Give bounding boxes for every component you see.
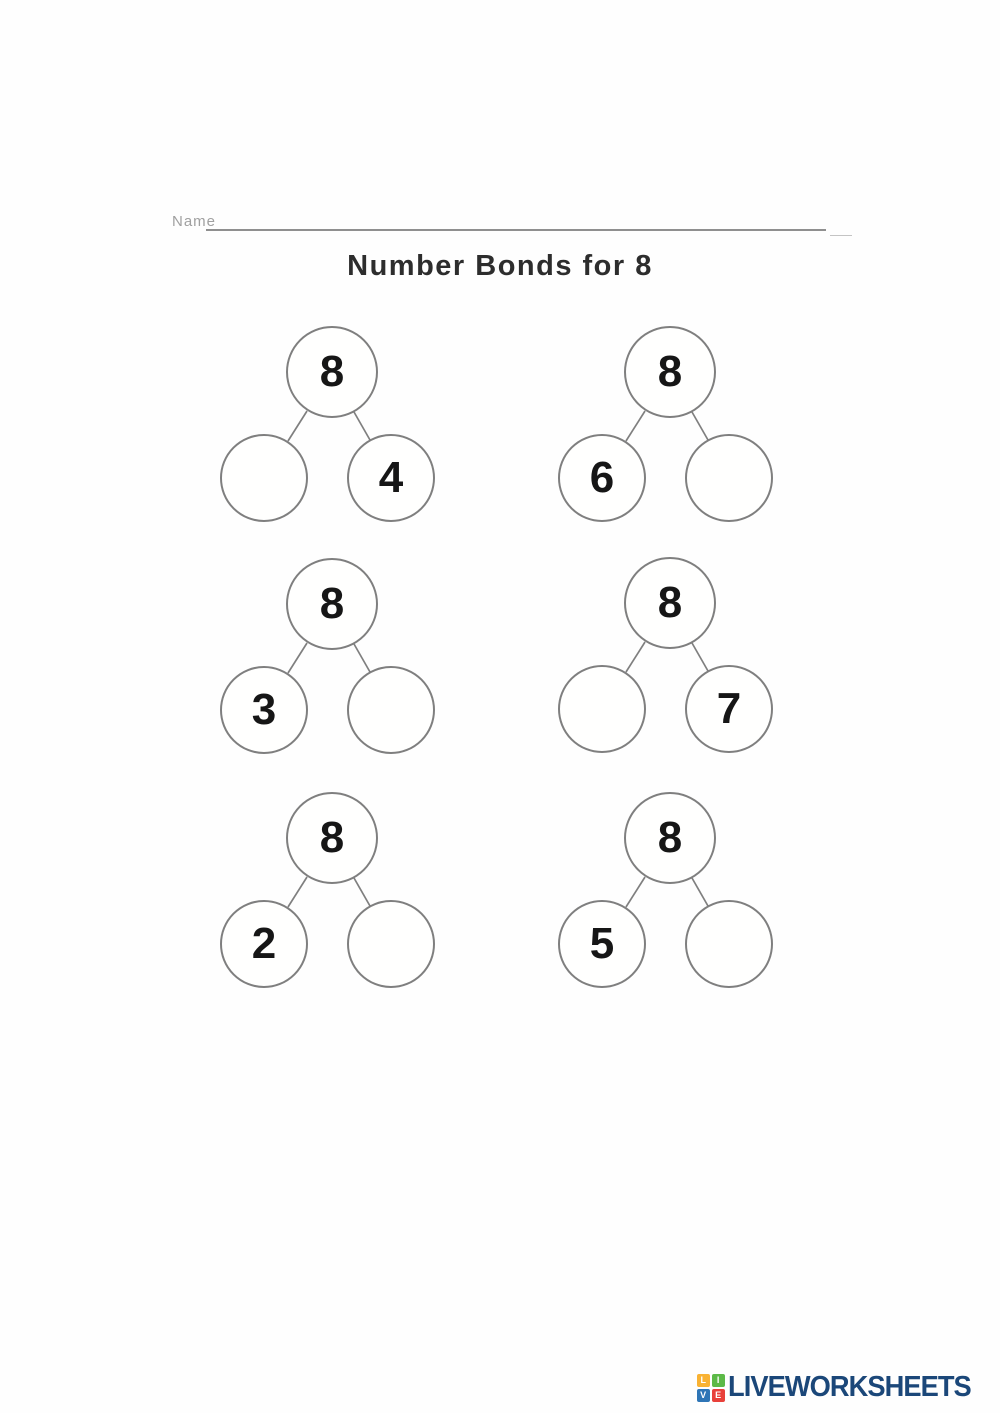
- answer-circle[interactable]: [347, 666, 435, 754]
- total-circle: 8: [624, 326, 716, 418]
- part-circle: 5: [558, 900, 646, 988]
- liveworksheets-wordmark: LIVEWORKSHEETS: [727, 1371, 972, 1403]
- page-title: Number Bonds for 8: [347, 250, 653, 282]
- total-circle: 8: [286, 558, 378, 650]
- bond-connector-lines: [287, 410, 371, 442]
- number-bond: 8 2: [180, 776, 480, 1012]
- bond-connector-lines: [287, 876, 371, 908]
- number-bond: 8 5: [518, 776, 818, 1012]
- number-bond: 8 3: [180, 542, 480, 778]
- logo-tile-l: L: [696, 1373, 710, 1387]
- logo-tile-e: E: [711, 1388, 725, 1402]
- logo-tile-v: V: [696, 1388, 710, 1402]
- part-circle: 2: [220, 900, 308, 988]
- liveworksheets-tiles-icon: L I V E: [696, 1373, 725, 1402]
- part-circle: 4: [347, 434, 435, 522]
- name-blank-line[interactable]: [206, 229, 826, 231]
- total-circle: 8: [624, 557, 716, 649]
- part-circle: 6: [558, 434, 646, 522]
- answer-circle[interactable]: [347, 900, 435, 988]
- total-circle: 8: [286, 326, 378, 418]
- part-circle: 3: [220, 666, 308, 754]
- name-label: Name: [172, 213, 217, 230]
- bond-connector-lines: [625, 876, 709, 908]
- total-circle: 8: [286, 792, 378, 884]
- number-bond: 8 4: [180, 310, 480, 546]
- number-bond: 8 7: [518, 541, 818, 777]
- bond-connector-lines: [625, 410, 709, 442]
- answer-circle[interactable]: [685, 434, 773, 522]
- number-bond: 8 6: [518, 310, 818, 546]
- total-circle: 8: [624, 792, 716, 884]
- logo-tile-i: I: [711, 1373, 725, 1387]
- answer-circle[interactable]: [685, 900, 773, 988]
- liveworksheets-logo[interactable]: L I V E LIVEWORKSHEETS: [696, 1371, 986, 1404]
- bond-connector-lines: [625, 641, 709, 673]
- name-line-tail: [830, 235, 852, 236]
- part-circle: 7: [685, 665, 773, 753]
- bond-connector-lines: [287, 642, 371, 674]
- answer-circle[interactable]: [558, 665, 646, 753]
- answer-circle[interactable]: [220, 434, 308, 522]
